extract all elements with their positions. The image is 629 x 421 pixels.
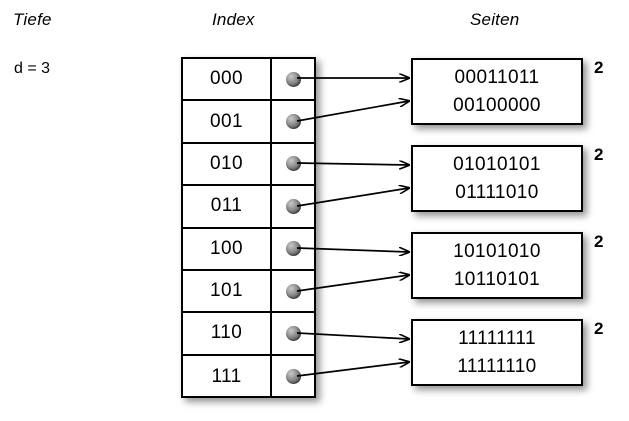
- page-record: 10110101: [453, 268, 541, 290]
- index-row: 001: [183, 101, 314, 144]
- index-row: 011: [183, 186, 314, 229]
- index-table: 000 001 010 011 100: [181, 57, 316, 398]
- index-key: 000: [183, 59, 272, 100]
- page-local-depth: 2: [594, 58, 604, 77]
- page-local-depth: 2: [594, 145, 604, 164]
- page-record: 10101010: [453, 240, 541, 262]
- page-box: 10101010 10110101: [411, 232, 583, 299]
- index-key: 101: [183, 270, 272, 312]
- index-pointer-cell: [272, 101, 314, 141]
- bullet-icon: [285, 156, 301, 172]
- bullet-icon: [285, 198, 301, 214]
- index-pointer-cell: [272, 144, 314, 184]
- page-record: 11111111: [458, 327, 536, 349]
- bullet-icon: [285, 325, 301, 341]
- index-row: 101: [183, 270, 314, 314]
- column-header-index: Index: [212, 10, 255, 29]
- index-key: 111: [183, 355, 272, 398]
- global-depth-value: d = 3: [14, 60, 51, 77]
- page-box: 11111111 11111110: [411, 319, 583, 386]
- page-local-depth: 2: [594, 232, 604, 251]
- index-row: 000: [183, 59, 314, 102]
- page-local-depth: 2: [594, 319, 604, 338]
- page-box: 00011011 00100000: [411, 58, 583, 125]
- column-header-pages: Seiten: [470, 10, 520, 29]
- index-pointer-cell: [272, 271, 314, 311]
- page-record: 01010101: [453, 153, 541, 175]
- index-row: 100: [183, 228, 314, 271]
- column-header-depth: Tiefe: [13, 10, 52, 29]
- bullet-icon: [285, 283, 301, 299]
- index-row: 010: [183, 143, 314, 187]
- index-key: 001: [183, 101, 272, 142]
- index-pointer-cell: [272, 313, 314, 353]
- index-pointer-cell: [272, 229, 314, 269]
- index-key: 100: [183, 228, 272, 269]
- page-record: 11111110: [457, 355, 537, 377]
- page-record: 00100000: [453, 94, 541, 116]
- bullet-icon: [285, 114, 301, 130]
- index-key: 011: [183, 186, 272, 227]
- bullet-icon: [285, 241, 301, 257]
- index-pointer-cell: [272, 186, 314, 226]
- index-key: 010: [183, 143, 272, 185]
- index-row: 110: [183, 313, 314, 356]
- page-record: 01111010: [455, 181, 539, 203]
- index-row: 111: [183, 355, 314, 398]
- page-record: 00011011: [454, 66, 540, 88]
- index-pointer-cell: [272, 356, 314, 398]
- page-box: 01010101 01111010: [411, 145, 583, 212]
- bullet-icon: [285, 369, 301, 385]
- index-pointer-cell: [272, 59, 314, 99]
- bullet-icon: [285, 71, 301, 87]
- index-key: 110: [183, 313, 272, 354]
